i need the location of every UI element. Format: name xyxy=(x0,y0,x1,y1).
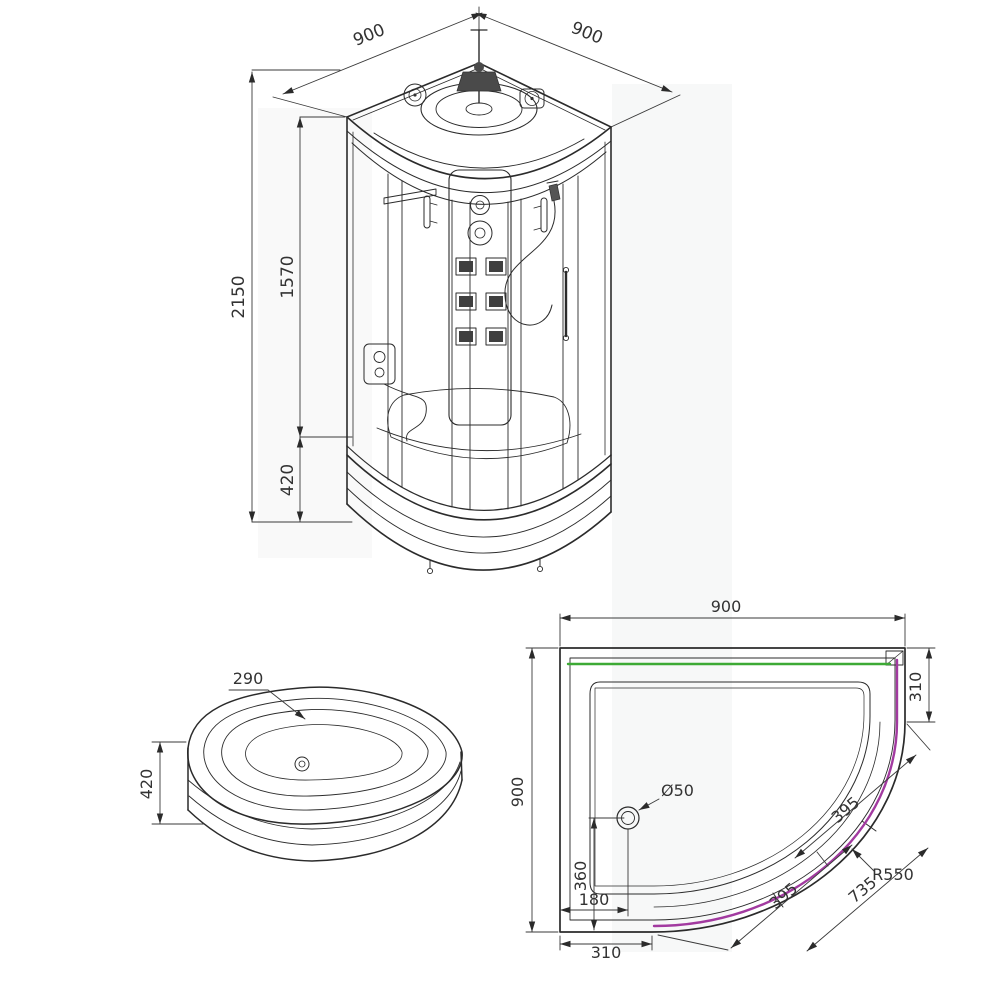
dim-arc-segment-1: 395 xyxy=(828,793,864,827)
dim-line-arc-chord xyxy=(806,847,929,952)
tray-feet-stems xyxy=(429,557,541,569)
mixer-knob-upper-center xyxy=(475,200,485,210)
roof-band-lines xyxy=(346,130,612,205)
tray-foot-right xyxy=(536,565,544,573)
handle-mounts xyxy=(429,202,542,231)
dim-line-width-right xyxy=(475,12,673,93)
dim-plan-depth: 900 xyxy=(508,777,527,808)
roof-speaker-center xyxy=(530,96,534,101)
watermark-band xyxy=(258,108,372,558)
roof-dome-hub xyxy=(465,102,493,116)
dim-drain-from-left: 180 xyxy=(579,890,610,909)
tray-rim-lip xyxy=(346,454,612,521)
tray-basin-floor xyxy=(245,724,403,781)
dim-front-height-total: 2150 xyxy=(229,275,249,318)
radius-leader xyxy=(851,848,875,872)
shower-head-joint xyxy=(474,62,484,72)
mixer-knob-upper xyxy=(470,195,490,215)
tray-basin-opening xyxy=(221,709,429,797)
shower-column xyxy=(448,169,512,426)
mixer-knob-lower-center xyxy=(474,227,486,239)
apron-trim-lines xyxy=(187,761,462,846)
dim-plan-bottom-side: 310 xyxy=(591,943,622,962)
dim-line-width-left xyxy=(282,12,483,95)
massage-jets xyxy=(455,257,507,346)
tray-view-dimensions xyxy=(151,689,306,825)
hand-shower xyxy=(548,183,561,202)
plan-view-dimensions xyxy=(525,613,936,952)
control-box-dial-2 xyxy=(374,367,385,378)
tray-foot-left xyxy=(426,567,434,575)
dim-line-arc-segment-1 xyxy=(794,754,917,859)
massage-jet-faces xyxy=(459,261,503,342)
basin-interior-lines xyxy=(376,388,582,460)
tray-drain xyxy=(294,756,310,772)
cabin-tray xyxy=(346,445,612,575)
grab-bar-mount-bottom xyxy=(562,334,570,342)
roof-fan-center xyxy=(413,93,417,97)
drain-diameter-leader xyxy=(638,798,660,811)
apron-right-edge xyxy=(460,751,463,781)
dim-tray-rim-depth: 290 xyxy=(233,669,264,688)
left-door-handle xyxy=(423,195,431,229)
dim-plan-width: 900 xyxy=(711,597,742,616)
dim-radius: R550 xyxy=(872,865,914,884)
cabin-body xyxy=(346,116,612,510)
dim-front-height-cabin: 1570 xyxy=(278,255,298,298)
roof-speaker-inner xyxy=(524,91,540,106)
roof-front-arc xyxy=(346,116,612,180)
control-hose xyxy=(383,383,427,442)
corner-shelf xyxy=(383,188,437,205)
dim-drain-from-bottom: 360 xyxy=(571,861,590,892)
dim-front-width-right: 900 xyxy=(568,18,606,49)
roof-fan-inner xyxy=(408,88,422,102)
tray-bottom xyxy=(346,503,612,571)
tray-extension-lines xyxy=(151,741,205,825)
watermark-bands xyxy=(258,84,732,952)
dim-front-height-tray: 420 xyxy=(278,464,298,496)
roof-fan xyxy=(403,83,427,107)
roof-speaker xyxy=(519,88,545,109)
control-box-dial xyxy=(373,351,386,363)
dim-front-width-left: 900 xyxy=(350,20,388,51)
door-frame-lines xyxy=(387,173,579,510)
right-door-handle xyxy=(540,197,548,233)
cabin-interior xyxy=(363,169,582,460)
top-shower-head xyxy=(456,71,502,92)
apron-bottom xyxy=(187,779,463,862)
tray-rim-inner xyxy=(203,697,447,811)
mixer-knob-lower xyxy=(467,220,493,246)
cabin-roof xyxy=(346,29,612,205)
tray-apron-trim xyxy=(346,471,612,554)
shower-hose xyxy=(504,200,556,326)
watermark-band xyxy=(612,84,732,952)
grab-bar-mount-top xyxy=(562,266,570,274)
tray-drain-inner xyxy=(298,760,306,768)
handset-bracket xyxy=(546,180,559,184)
dim-290-leader xyxy=(267,689,306,720)
tray-rim-top xyxy=(346,445,612,511)
front-view-dimensions xyxy=(248,6,681,523)
dim-drain-diameter: Ø50 xyxy=(661,781,694,800)
tray-view-drawing: 290 420 xyxy=(137,669,463,862)
dim-tray-height: 420 xyxy=(137,769,156,800)
control-box xyxy=(363,343,396,385)
plan-extension-lines xyxy=(525,613,936,951)
wall-profile-diagonal xyxy=(885,650,904,666)
dim-plan-right-side: 310 xyxy=(906,672,925,703)
wall-profile-detail xyxy=(885,650,904,666)
